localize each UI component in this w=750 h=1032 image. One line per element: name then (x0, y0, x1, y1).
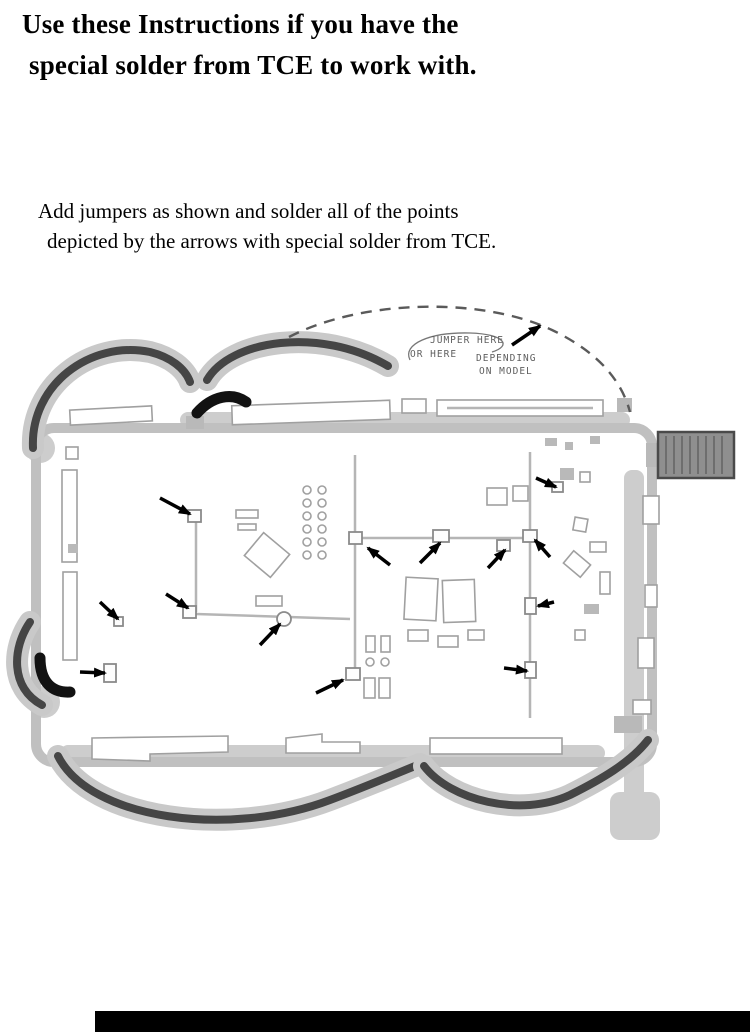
note-text-line4: ON MODEL (479, 366, 533, 377)
board-components-center (363, 576, 485, 699)
note-loop (408, 332, 504, 361)
note-text-line2: OR HERE (410, 349, 457, 360)
page-title: Use these Instructions if you have the sp… (22, 4, 477, 86)
note-text-line1: JUMPER HERE (430, 335, 504, 346)
solder-point-arrow (511, 324, 542, 347)
board-components-top (68, 398, 632, 450)
solder-point-arrow (258, 622, 282, 647)
solder-point-arrow (536, 598, 555, 609)
solder-point-arrow (98, 600, 120, 621)
instruction-text-line1: Add jumpers as shown and solder all of t… (38, 199, 459, 223)
solder-point-arrow (159, 496, 192, 516)
solder-point-arrow (79, 667, 107, 678)
jumper-note: JUMPER HERE OR HERE DEPENDING ON MODEL (288, 305, 632, 413)
board-components-middle (235, 485, 327, 607)
solder-point-arrow (165, 592, 190, 610)
edge-connector (614, 430, 736, 733)
board-components-right (486, 468, 611, 641)
solder-point-arrows (79, 324, 558, 695)
solder-pads (103, 481, 564, 683)
solder-point-arrow (315, 678, 345, 695)
solder-point-arrow (366, 546, 392, 567)
page-title-line1: Use these Instructions if you have the (22, 9, 459, 39)
page-title-line2: special solder from TCE to work with. (29, 50, 477, 80)
dashed-jumper-route (288, 305, 632, 413)
note-text-line3: DEPENDING (476, 353, 536, 364)
solder-point-arrow (486, 548, 507, 570)
solder-point-arrow (503, 664, 529, 675)
solder-point-arrow (533, 538, 552, 559)
solder-point-arrow (418, 541, 442, 565)
jumper-wires (6, 331, 659, 831)
solder-point-arrow (535, 476, 558, 489)
instruction-text: Add jumpers as shown and solder all of t… (38, 196, 496, 256)
instruction-text-line2: depicted by the arrows with special sold… (47, 229, 497, 253)
board-traces (194, 452, 532, 718)
board-components-left (61, 446, 79, 661)
board-outline (31, 423, 657, 767)
bottom-scan-bar (95, 1011, 750, 1032)
board-components-bottom (91, 733, 563, 762)
